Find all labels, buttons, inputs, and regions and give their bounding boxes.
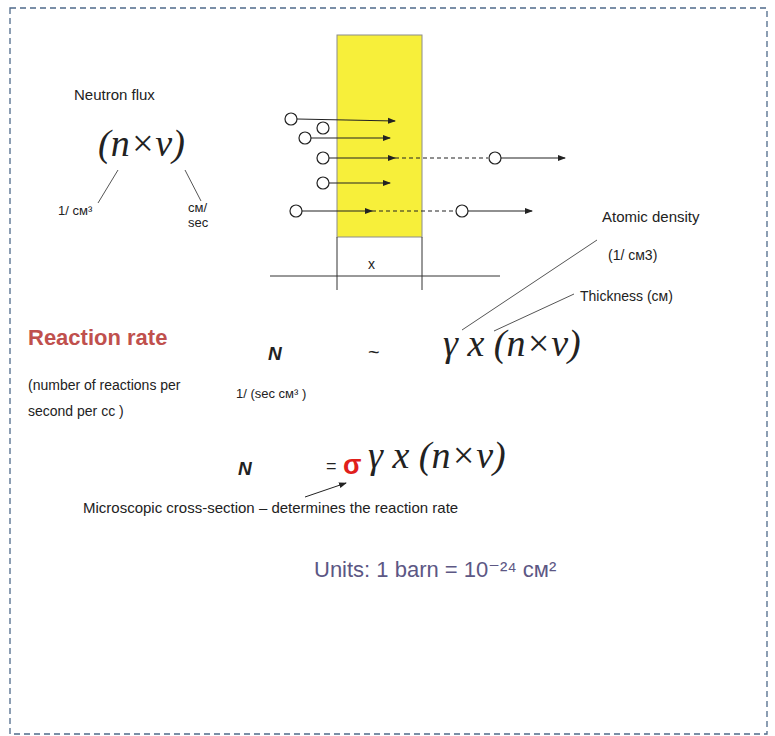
dashed-frame — [10, 8, 767, 734]
leader-lines — [98, 170, 597, 497]
symbol-label: σ — [343, 450, 361, 481]
symbol-label: N — [268, 343, 282, 365]
flux-formula: (n×v) — [98, 122, 185, 166]
unit-label: 1/ см³ — [58, 204, 92, 219]
dimension-label: x — [368, 256, 375, 272]
symbol-label: N — [238, 458, 252, 480]
target-slab — [337, 35, 422, 237]
formula: γ x (n×v) — [443, 322, 581, 366]
flux-heading: Neutron flux — [74, 86, 155, 103]
callout-label: Microscopic cross-section – determines t… — [83, 499, 458, 516]
dimension-lines — [270, 237, 500, 290]
symbol-label: ~ — [368, 341, 380, 364]
unit-label: см/ sec — [188, 201, 224, 231]
callout-label: Thickness (см) — [580, 288, 673, 304]
formula: γ x (n×v) — [368, 434, 506, 478]
unit-label: (1/ см3) — [608, 247, 657, 263]
neutron-beam — [285, 113, 565, 217]
symbol-label: = — [326, 456, 337, 477]
note-text: (number of reactions per second per cc ) — [28, 373, 198, 425]
section-heading: Reaction rate — [28, 325, 167, 350]
unit-label: 1/ (sec см³ ) — [236, 387, 306, 402]
callout-label: Atomic density — [602, 208, 700, 225]
note-text: Units: 1 barn = 10⁻²⁴ см² — [314, 557, 556, 582]
